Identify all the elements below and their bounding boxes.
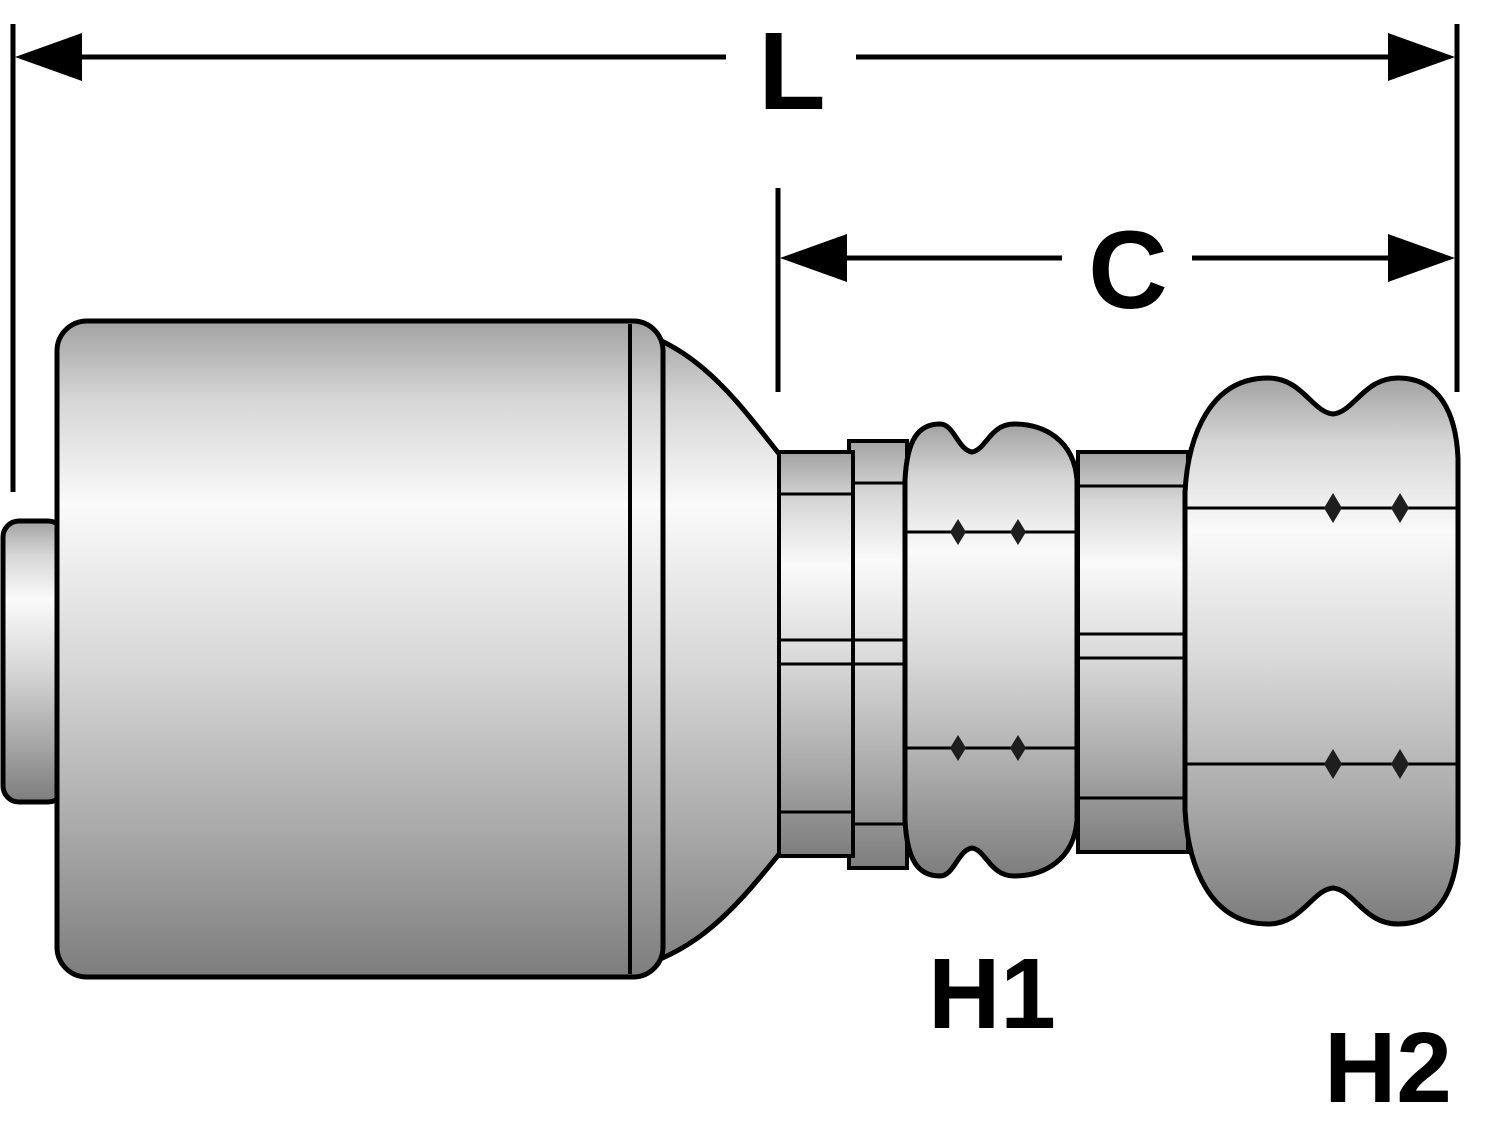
collar-ring-inner	[777, 450, 855, 858]
fitting-body	[0, 318, 1461, 980]
arrowhead-right	[1388, 33, 1455, 81]
collar-rings	[777, 439, 909, 870]
hex-nut-h1-body	[902, 421, 1080, 879]
label-hex-2: H2	[1324, 1012, 1452, 1121]
hex-corner-diamond	[1010, 735, 1026, 761]
arrowhead-right	[1388, 234, 1455, 282]
spacer-sleeve	[1076, 450, 1190, 854]
hex-nut-h2-body	[1182, 375, 1461, 927]
hex-corner-diamond	[1324, 493, 1342, 523]
hex-nut-h1	[902, 421, 1080, 879]
dimension-c	[775, 188, 1455, 392]
hex-corner-diamond	[1391, 749, 1409, 779]
hex-corner-diamond	[950, 519, 966, 545]
dimension-l	[10, 24, 1460, 492]
crimp-shell	[54, 318, 666, 980]
label-cutoff-length: C	[1088, 209, 1167, 332]
hex-nut-h2	[1182, 375, 1461, 927]
collar-ring-outer	[847, 439, 909, 870]
arrowhead-left	[780, 234, 847, 282]
label-hex-1: H1	[928, 938, 1056, 1050]
arrowhead-left	[15, 33, 82, 81]
hex-corner-diamond	[1391, 493, 1409, 523]
hex-corner-diamond	[950, 735, 966, 761]
spacer-body	[1076, 450, 1190, 854]
label-overall-length: L	[758, 10, 825, 133]
hex-corner-diamond	[1010, 519, 1026, 545]
hex-corner-diamond	[1324, 749, 1342, 779]
